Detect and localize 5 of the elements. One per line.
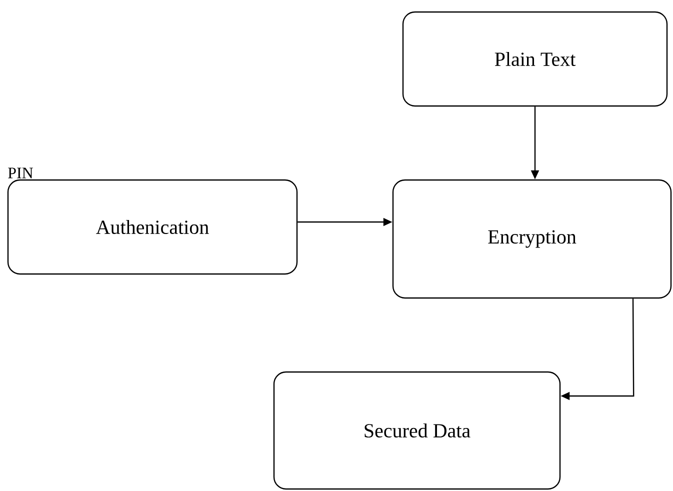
process-box: Secured Data: [273, 371, 561, 490]
process-box: Plain Text: [402, 11, 668, 107]
process-box: Authenication PIN: [7, 168, 298, 275]
process-box: Encryption: [392, 179, 672, 299]
node-label: PIN: [8, 168, 34, 178]
